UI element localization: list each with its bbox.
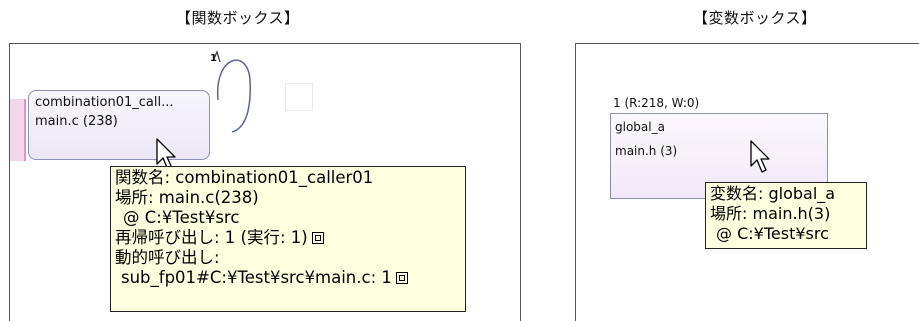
function-box-caption: 【関数ボックス】	[176, 9, 300, 27]
function-box-panel: 1 combination01_call... main.c (238) 関数名…	[9, 43, 521, 321]
mouse-cursor-icon	[750, 140, 770, 173]
variable-access-label: 1 (R:218, W:0)	[613, 96, 700, 110]
square-icon	[395, 272, 408, 284]
tooltip-function-name: 関数名: combination01_caller01	[115, 168, 374, 187]
variable-node-location: main.h (3)	[615, 144, 678, 158]
tooltip-variable-location: 場所: main.h(3)	[710, 204, 831, 223]
variable-node-name: global_a	[615, 120, 665, 134]
function-tooltip: 関数名: combination01_caller01 場所: main.c(2…	[110, 166, 466, 312]
tooltip-variable-path: @ C:¥Test¥src	[716, 224, 829, 243]
tooltip-dynamic-calls: 動的呼び出し:	[115, 248, 220, 267]
tooltip-function-path: @ C:¥Test¥src	[123, 208, 240, 227]
function-node-location: main.c (238)	[35, 114, 118, 129]
variable-box-panel: 1 (R:218, W:0) global_a main.h (3) 変数名: …	[575, 43, 919, 321]
variable-tooltip: 変数名: global_a 場所: main.h(3) @ C:¥Test¥sr…	[705, 182, 867, 249]
tooltip-recursive-calls: 再帰呼び出し: 1 (実行: 1)	[115, 228, 308, 247]
self-call-count: 1	[210, 53, 217, 64]
square-icon	[311, 232, 324, 244]
function-node[interactable]: combination01_call... main.c (238)	[28, 90, 210, 160]
tooltip-recursive-row: 再帰呼び出し: 1 (実行: 1)	[115, 228, 461, 248]
tooltip-function-location: 場所: main.c(238)	[115, 188, 259, 207]
incoming-edge	[10, 99, 26, 161]
function-node-name: combination01_call...	[35, 95, 174, 110]
variable-box-caption: 【変数ボックス】	[693, 9, 817, 27]
tooltip-variable-name: 変数名: global_a	[710, 184, 836, 203]
tooltip-dynamic-row: sub_fp01#C:¥Test¥src¥main.c: 1	[115, 268, 461, 288]
self-call-loop	[212, 50, 251, 133]
tooltip-dynamic-detail: sub_fp01#C:¥Test¥src¥main.c: 1	[121, 268, 392, 287]
placeholder-node	[285, 83, 313, 111]
